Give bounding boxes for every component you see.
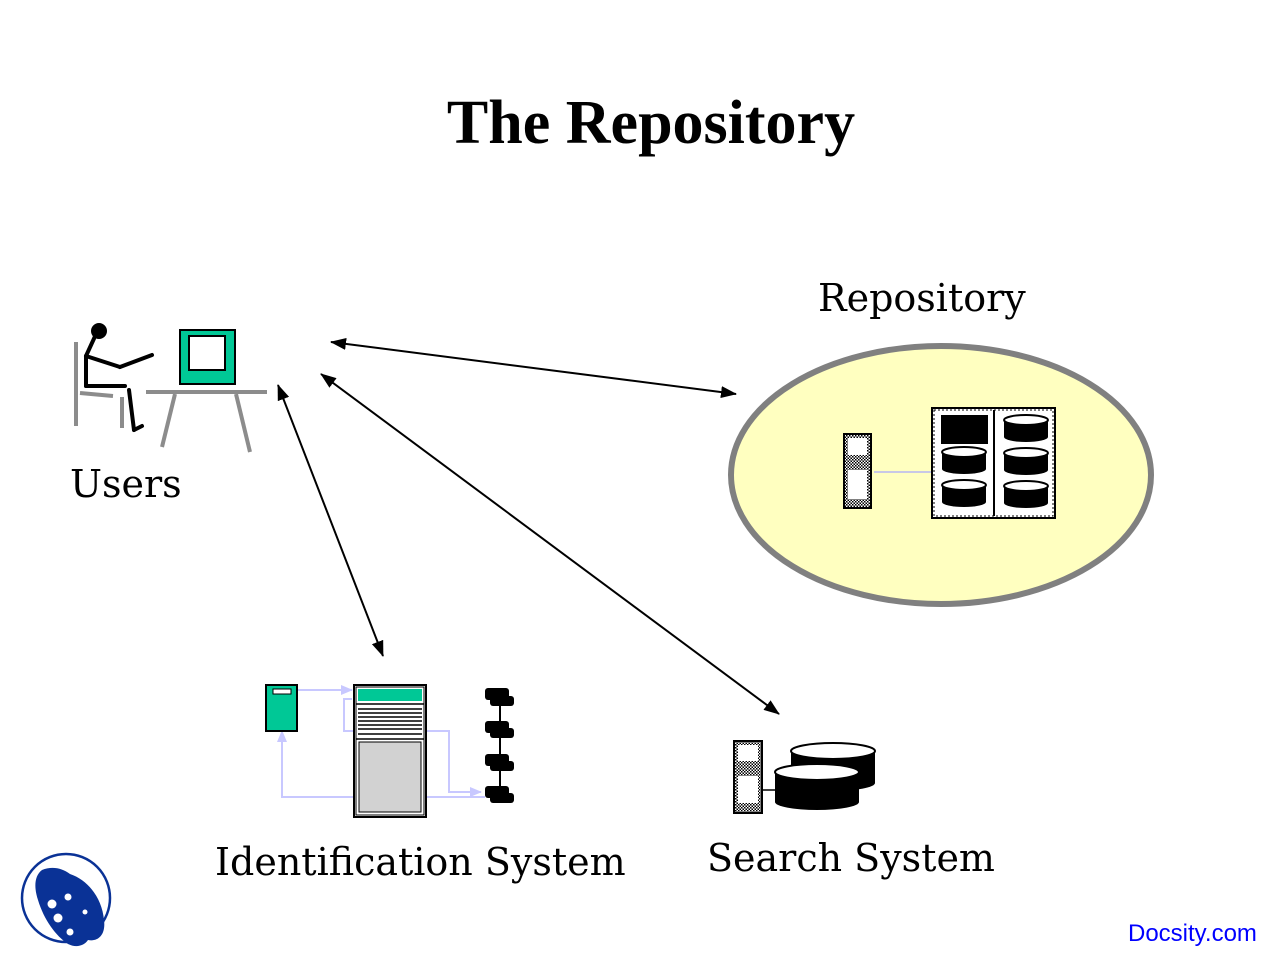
user-at-computer-icon xyxy=(74,323,267,453)
disk-cylinder-icon xyxy=(941,479,987,507)
person-icon xyxy=(84,330,154,432)
server-cabinet-icon xyxy=(353,684,427,818)
flow-arrows xyxy=(277,685,485,802)
person-head xyxy=(91,323,107,339)
disk-cylinder-icon xyxy=(1003,414,1049,442)
disk-cylinder-icon xyxy=(1003,447,1049,475)
repository-label: Repository xyxy=(818,276,1026,320)
docsity-watermark[interactable]: Docsity.com xyxy=(1128,920,1257,947)
identification-system-label: Identification System xyxy=(215,840,626,884)
server-tower-icon xyxy=(843,433,872,509)
desk-icon xyxy=(146,390,267,453)
arrow-users-search xyxy=(320,373,780,715)
monitor-icon xyxy=(179,329,236,385)
arrow-users-repository xyxy=(330,337,737,399)
disk-cylinders xyxy=(941,414,1049,508)
chair-icon xyxy=(74,342,124,428)
server-with-disk-array-icon xyxy=(843,407,1056,519)
search-system-label: Search System xyxy=(707,836,995,880)
tape-chain-icon xyxy=(485,688,514,803)
arrow-users-identification xyxy=(277,384,384,657)
server-tower-icon xyxy=(733,740,763,814)
repository-node xyxy=(728,343,1154,607)
server-with-databases-icon xyxy=(733,740,876,814)
docsity-logo-icon xyxy=(20,852,112,947)
disk-cylinder-icon xyxy=(941,446,987,474)
slide-title: The Repository xyxy=(446,89,856,157)
document-icon xyxy=(265,684,298,732)
identification-workflow-icon xyxy=(265,684,514,818)
users-label: Users xyxy=(70,462,182,506)
database-icon xyxy=(774,763,860,810)
disk-cylinder-icon xyxy=(1003,480,1049,508)
